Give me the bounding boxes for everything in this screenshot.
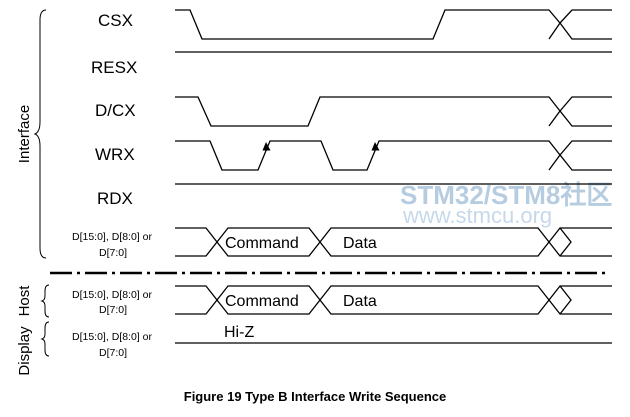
- display-bus-hi-z-text: Hi-Z: [224, 324, 254, 341]
- dcx-waveform: [175, 96, 612, 127]
- interface-bus-command-text: Command: [225, 235, 299, 252]
- host-bus-label-line1: D[15:0], D[8:0] or: [72, 289, 152, 301]
- signal-dcx-label: D/CX: [95, 101, 136, 120]
- display-brace: [40, 321, 50, 357]
- signal-csx-label: CSX: [98, 11, 133, 30]
- wrx-waveform-next: [548, 153, 612, 171]
- host-bus-next-edge: [559, 285, 572, 315]
- wrx-rising-edge-arrow-2: [371, 142, 380, 151]
- host-bus-data-text: Data: [343, 293, 377, 310]
- host-brace: [40, 284, 50, 318]
- wrx-rising-edge-arrow-1: [262, 142, 271, 151]
- csx-waveform: [175, 9, 612, 40]
- interface-bus-label-line2: D[7:0]: [99, 247, 127, 259]
- host-bus-next: [548, 285, 612, 315]
- figure-caption: Figure 19 Type B Interface Write Sequenc…: [184, 389, 447, 404]
- display-bus-label-line2: D[7:0]: [99, 347, 127, 359]
- watermark-title: STM32/STM8社区: [400, 180, 612, 210]
- csx-waveform-next: [548, 21, 612, 40]
- watermark-url: www.stmcu.org: [402, 203, 552, 228]
- interface-bus-next-edge: [559, 227, 572, 257]
- signal-rdx-label: RDX: [97, 189, 133, 208]
- interface-bus-label-line1: D[15:0], D[8:0] or: [72, 231, 152, 243]
- host-label: Host: [16, 285, 33, 317]
- interface-bus-idle: [175, 227, 218, 257]
- display-bus-label-line1: D[15:0], D[8:0] or: [72, 331, 152, 343]
- host-bus-command-text: Command: [225, 293, 299, 310]
- host-bus-idle: [175, 285, 218, 315]
- interface-bus-next: [548, 227, 612, 257]
- dcx-waveform-next: [548, 109, 612, 127]
- wrx-waveform: [175, 140, 612, 171]
- display-label: Display: [16, 326, 33, 376]
- host-bus-label-line2: D[7:0]: [99, 304, 127, 316]
- interface-brace: [33, 9, 47, 259]
- interface-label: Interface: [16, 105, 33, 163]
- signal-resx-label: RESX: [91, 58, 137, 77]
- interface-bus-data-text: Data: [343, 235, 377, 252]
- signal-wrx-label: WRX: [95, 145, 135, 164]
